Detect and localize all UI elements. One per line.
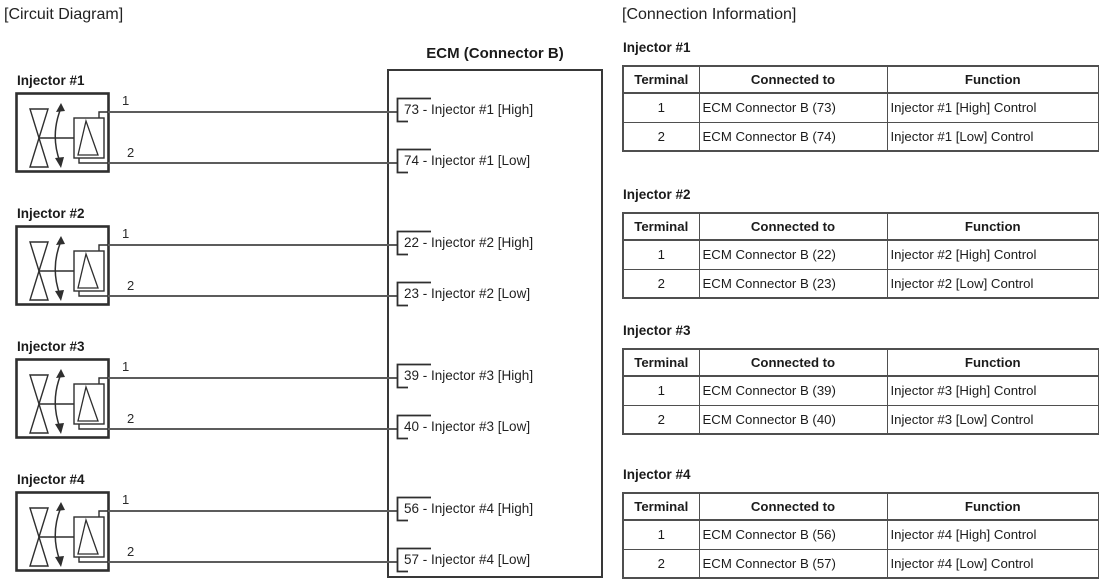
connection-information-heading: [Connection Information]: [622, 6, 797, 23]
cell-connected-to: ECM Connector B (40): [698, 404, 888, 435]
circuit-diagram-heading: [Circuit Diagram]: [4, 6, 124, 23]
wire-terminal-1: [108, 510, 398, 512]
cell-connected-to: ECM Connector B (74): [698, 121, 888, 152]
wire-terminal-1: [108, 377, 398, 379]
cell-connected-to: ECM Connector B (73): [698, 92, 888, 123]
cell-connected-to: ECM Connector B (57): [698, 548, 888, 579]
cell-terminal: 1: [622, 239, 700, 270]
terminal-number: 1: [122, 492, 130, 507]
connection-table: Terminal Connected to Function 1 ECM Con…: [622, 348, 1099, 435]
cell-function: Injector #1 [High] Control: [886, 92, 1099, 123]
ecm-connector-title: ECM (Connector B): [426, 45, 564, 62]
connection-section-injector-2: Injector #2 Terminal Connected to Functi…: [622, 187, 1099, 299]
ecm-connector-box: [387, 69, 603, 578]
column-header-function: Function: [886, 212, 1099, 241]
table-row: 1 ECM Connector B (73) Injector #1 [High…: [622, 92, 1099, 123]
table-header-row: Terminal Connected to Function: [622, 65, 1099, 94]
column-header-terminal: Terminal: [622, 492, 700, 521]
cell-connected-to: ECM Connector B (39): [698, 375, 888, 406]
wire-terminal-2: [108, 162, 398, 164]
wire-terminal-1: [108, 111, 398, 113]
injector-label: Injector #4: [17, 472, 85, 487]
table-header-row: Terminal Connected to Function: [622, 492, 1099, 521]
injector-symbol-icon: [15, 358, 110, 439]
cell-function: Injector #4 [High] Control: [886, 519, 1099, 550]
table-row: 2 ECM Connector B (40) Injector #3 [Low]…: [622, 404, 1099, 435]
column-header-terminal: Terminal: [622, 212, 700, 241]
injector-symbol-icon: [15, 491, 110, 572]
cell-connected-to: ECM Connector B (22): [698, 239, 888, 270]
cell-terminal: 2: [622, 404, 700, 435]
table-row: 1 ECM Connector B (56) Injector #4 [High…: [622, 519, 1099, 550]
injector-symbol-icon: [15, 92, 110, 173]
connection-section-injector-1: Injector #1 Terminal Connected to Functi…: [622, 40, 1099, 152]
ecm-pin-label: 39 - Injector #3 [High]: [404, 368, 534, 383]
ecm-pin-label: 74 - Injector #1 [Low]: [404, 153, 531, 168]
table-row: 2 ECM Connector B (57) Injector #4 [Low]…: [622, 548, 1099, 579]
connection-section-injector-4: Injector #4 Terminal Connected to Functi…: [622, 467, 1099, 579]
connection-section-injector-3: Injector #3 Terminal Connected to Functi…: [622, 323, 1099, 435]
cell-terminal: 2: [622, 121, 700, 152]
wire-terminal-2: [108, 295, 398, 297]
table-title: Injector #1: [623, 40, 691, 55]
injector-label: Injector #2: [17, 206, 85, 221]
cell-terminal: 1: [622, 519, 700, 550]
cell-connected-to: ECM Connector B (56): [698, 519, 888, 550]
table-row: 2 ECM Connector B (74) Injector #1 [Low]…: [622, 121, 1099, 152]
table-row: 2 ECM Connector B (23) Injector #2 [Low]…: [622, 268, 1099, 299]
injector-label: Injector #1: [17, 73, 85, 88]
cell-function: Injector #2 [High] Control: [886, 239, 1099, 270]
cell-function: Injector #3 [Low] Control: [886, 404, 1099, 435]
ecm-pin-label: 73 - Injector #1 [High]: [404, 102, 534, 117]
cell-terminal: 1: [622, 92, 700, 123]
table-title: Injector #4: [623, 467, 691, 482]
cell-function: Injector #4 [Low] Control: [886, 548, 1099, 579]
terminal-number: 2: [127, 145, 135, 160]
ecm-pin-label: 22 - Injector #2 [High]: [404, 235, 534, 250]
injector-symbol-icon: [15, 225, 110, 306]
terminal-number: 2: [127, 411, 135, 426]
cell-function: Injector #3 [High] Control: [886, 375, 1099, 406]
ecm-pin-label: 40 - Injector #3 [Low]: [404, 419, 531, 434]
wire-terminal-2: [108, 561, 398, 563]
table-header-row: Terminal Connected to Function: [622, 212, 1099, 241]
table-header-row: Terminal Connected to Function: [622, 348, 1099, 377]
connection-table: Terminal Connected to Function 1 ECM Con…: [622, 65, 1099, 152]
column-header-function: Function: [886, 348, 1099, 377]
ecm-pin-label: 57 - Injector #4 [Low]: [404, 552, 531, 567]
ecm-pin-label: 23 - Injector #2 [Low]: [404, 286, 531, 301]
table-row: 1 ECM Connector B (22) Injector #2 [High…: [622, 239, 1099, 270]
table-row: 1 ECM Connector B (39) Injector #3 [High…: [622, 375, 1099, 406]
column-header-terminal: Terminal: [622, 65, 700, 94]
column-header-function: Function: [886, 65, 1099, 94]
connection-table: Terminal Connected to Function 1 ECM Con…: [622, 212, 1099, 299]
terminal-number: 2: [127, 544, 135, 559]
column-header-connected-to: Connected to: [698, 65, 888, 94]
cell-terminal: 1: [622, 375, 700, 406]
column-header-terminal: Terminal: [622, 348, 700, 377]
terminal-number: 1: [122, 226, 130, 241]
column-header-connected-to: Connected to: [698, 348, 888, 377]
cell-connected-to: ECM Connector B (23): [698, 268, 888, 299]
cell-terminal: 2: [622, 548, 700, 579]
connection-table: Terminal Connected to Function 1 ECM Con…: [622, 492, 1099, 579]
ecm-pin-label: 56 - Injector #4 [High]: [404, 501, 534, 516]
column-header-connected-to: Connected to: [698, 212, 888, 241]
column-header-function: Function: [886, 492, 1099, 521]
table-title: Injector #2: [623, 187, 691, 202]
column-header-connected-to: Connected to: [698, 492, 888, 521]
terminal-number: 1: [122, 93, 130, 108]
cell-terminal: 2: [622, 268, 700, 299]
terminal-number: 1: [122, 359, 130, 374]
terminal-number: 2: [127, 278, 135, 293]
injector-label: Injector #3: [17, 339, 85, 354]
cell-function: Injector #2 [Low] Control: [886, 268, 1099, 299]
table-title: Injector #3: [623, 323, 691, 338]
wire-terminal-1: [108, 244, 398, 246]
cell-function: Injector #1 [Low] Control: [886, 121, 1099, 152]
wire-terminal-2: [108, 428, 398, 430]
